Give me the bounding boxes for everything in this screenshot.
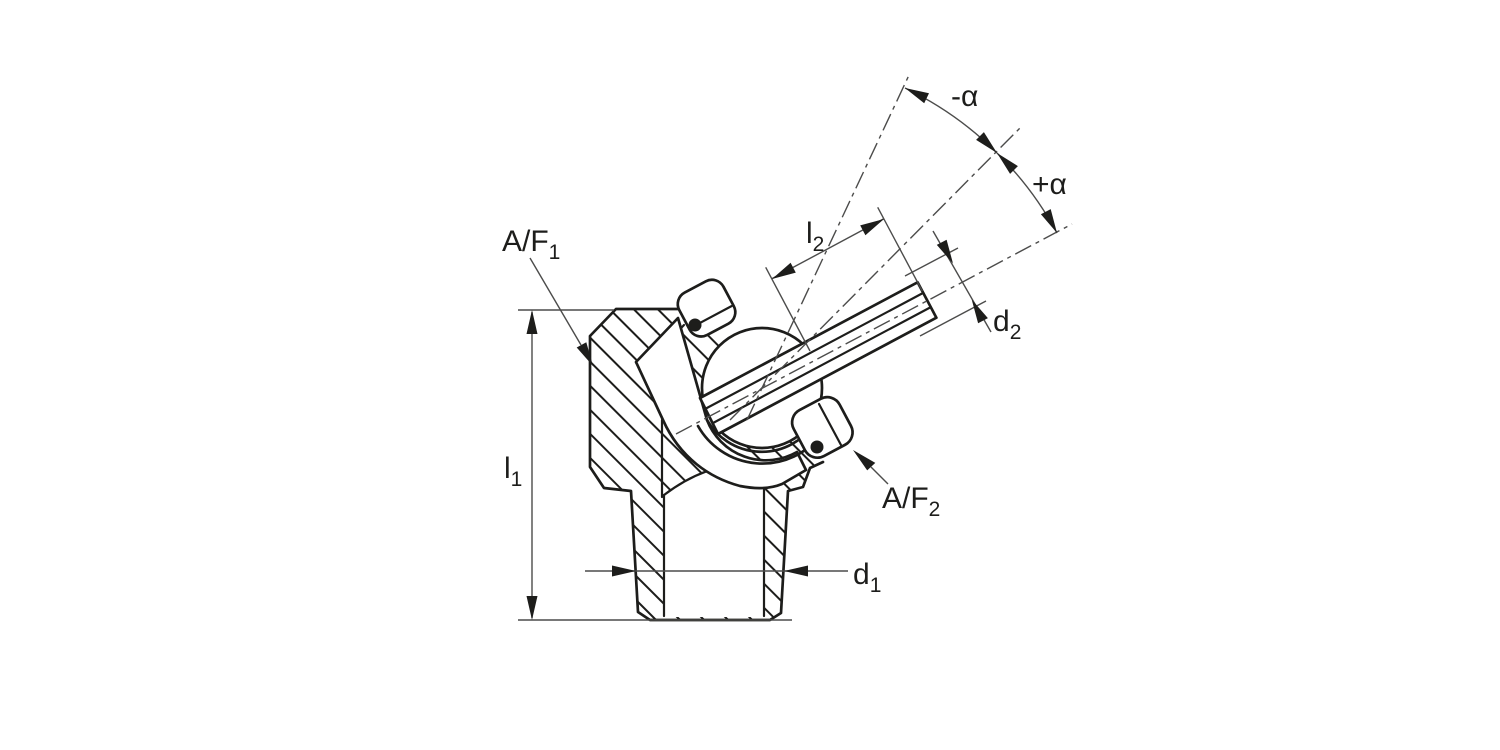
- o-ring-dot-right: [810, 440, 824, 454]
- clamp-band: [634, 316, 808, 490]
- dimension-l1: l1: [504, 309, 792, 621]
- dimension-label-alpha-minus: -α: [951, 80, 978, 113]
- extension-line: [765, 266, 811, 352]
- dimension-d1: d1: [585, 558, 881, 597]
- arrowhead: [976, 132, 997, 153]
- arrowhead: [784, 565, 808, 577]
- stem-bore-line-top: [704, 291, 925, 410]
- arrowhead: [997, 153, 1018, 174]
- dimension-label-l1: l1: [504, 452, 522, 491]
- dimension-angle-minus: -α: [904, 80, 998, 154]
- arrowhead: [905, 88, 929, 104]
- stem-bore-line-bottom: [711, 306, 932, 425]
- dimension-label-af1: A/F1: [502, 225, 560, 264]
- center-line-stem-axis: [675, 223, 1073, 435]
- dimension-label-alpha-plus: +α: [1032, 168, 1067, 201]
- arrowhead: [526, 310, 538, 334]
- leader-line: [529, 257, 582, 346]
- arrowhead: [853, 450, 876, 471]
- callout-af1: A/F1: [502, 225, 593, 366]
- dimension-d2: d2: [904, 230, 1021, 344]
- o-ring-dot-top: [688, 318, 702, 332]
- clamp-tab-right: [790, 395, 854, 460]
- arrowhead: [860, 219, 884, 236]
- leader-line: [870, 466, 889, 485]
- dimension-label-d1: d1: [853, 558, 881, 597]
- arrowhead: [526, 596, 538, 620]
- arrowhead: [936, 239, 953, 264]
- extension-line: [877, 206, 923, 292]
- dimension-l2: l2: [765, 206, 923, 352]
- arrowhead: [612, 565, 636, 577]
- dimension-label-af2: A/F2: [882, 482, 940, 521]
- arrowhead: [1040, 209, 1057, 233]
- dimension-angle-plus: +α: [996, 152, 1067, 234]
- arrowhead: [971, 299, 988, 324]
- dimension-label-l2: l2: [806, 217, 824, 256]
- shank-bore: [664, 463, 764, 617]
- arrowhead: [576, 342, 593, 366]
- dimension-label-d2: d2: [993, 305, 1021, 344]
- arrowhead: [772, 262, 796, 279]
- clamp-tab-top: [676, 278, 737, 338]
- center-line-neutral: [729, 127, 1021, 421]
- callout-af2: A/F2: [853, 450, 940, 521]
